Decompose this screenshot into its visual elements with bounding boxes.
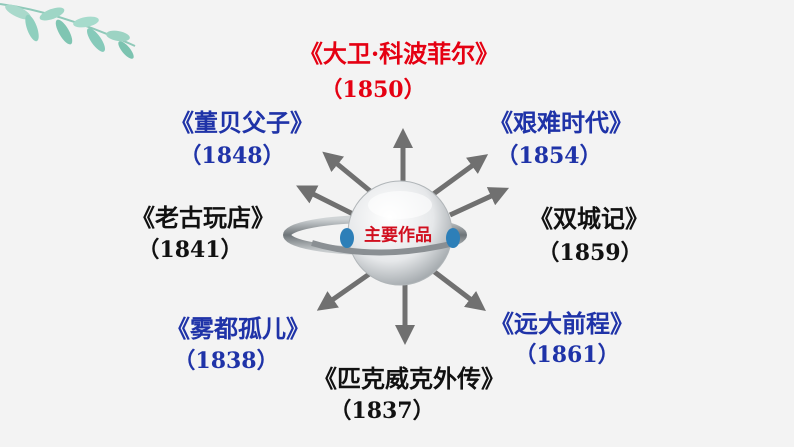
work-year-hard-times: （1854）: [496, 143, 602, 169]
work-year-david-copperfield: （1850）: [320, 77, 426, 103]
work-year-tale-of-two-cities: （1859）: [537, 240, 643, 266]
orbit-ring-front: [311, 240, 456, 256]
leaf-decoration: [0, 3, 136, 59]
arrow-up-right: [430, 154, 489, 198]
arrow-down-right: [430, 268, 486, 312]
work-title-oliver-twist: 《雾都孤儿》: [166, 314, 310, 343]
work-title-old-curiosity-shop: 《老古玩店》: [131, 203, 275, 232]
arrow-down-left: [316, 267, 377, 311]
work-year-dombey-and-son: （1848）: [179, 143, 285, 169]
work-year-pickwick-papers: （1837）: [329, 398, 435, 424]
work-title-tale-of-two-cities: 《双城记》: [529, 204, 649, 233]
work-title-david-copperfield: 《大卫·科波菲尔》: [298, 39, 500, 68]
work-title-pickwick-papers: 《匹克威克外传》: [313, 364, 505, 393]
work-year-great-expectations: （1861）: [514, 342, 620, 368]
arrow-up-left: [322, 151, 377, 197]
work-year-old-curiosity-shop: （1841）: [137, 237, 243, 263]
arrow-right-high: [448, 187, 510, 218]
work-title-dombey-and-son: 《董贝父子》: [170, 108, 314, 137]
work-year-oliver-twist: （1838）: [173, 348, 279, 374]
work-title-great-expectations: 《远大前程》: [490, 309, 634, 338]
center-label: 主要作品: [364, 225, 432, 246]
arrows: [296, 128, 510, 345]
arrow-left-high: [296, 185, 357, 218]
work-title-hard-times: 《艰难时代》: [489, 108, 633, 137]
